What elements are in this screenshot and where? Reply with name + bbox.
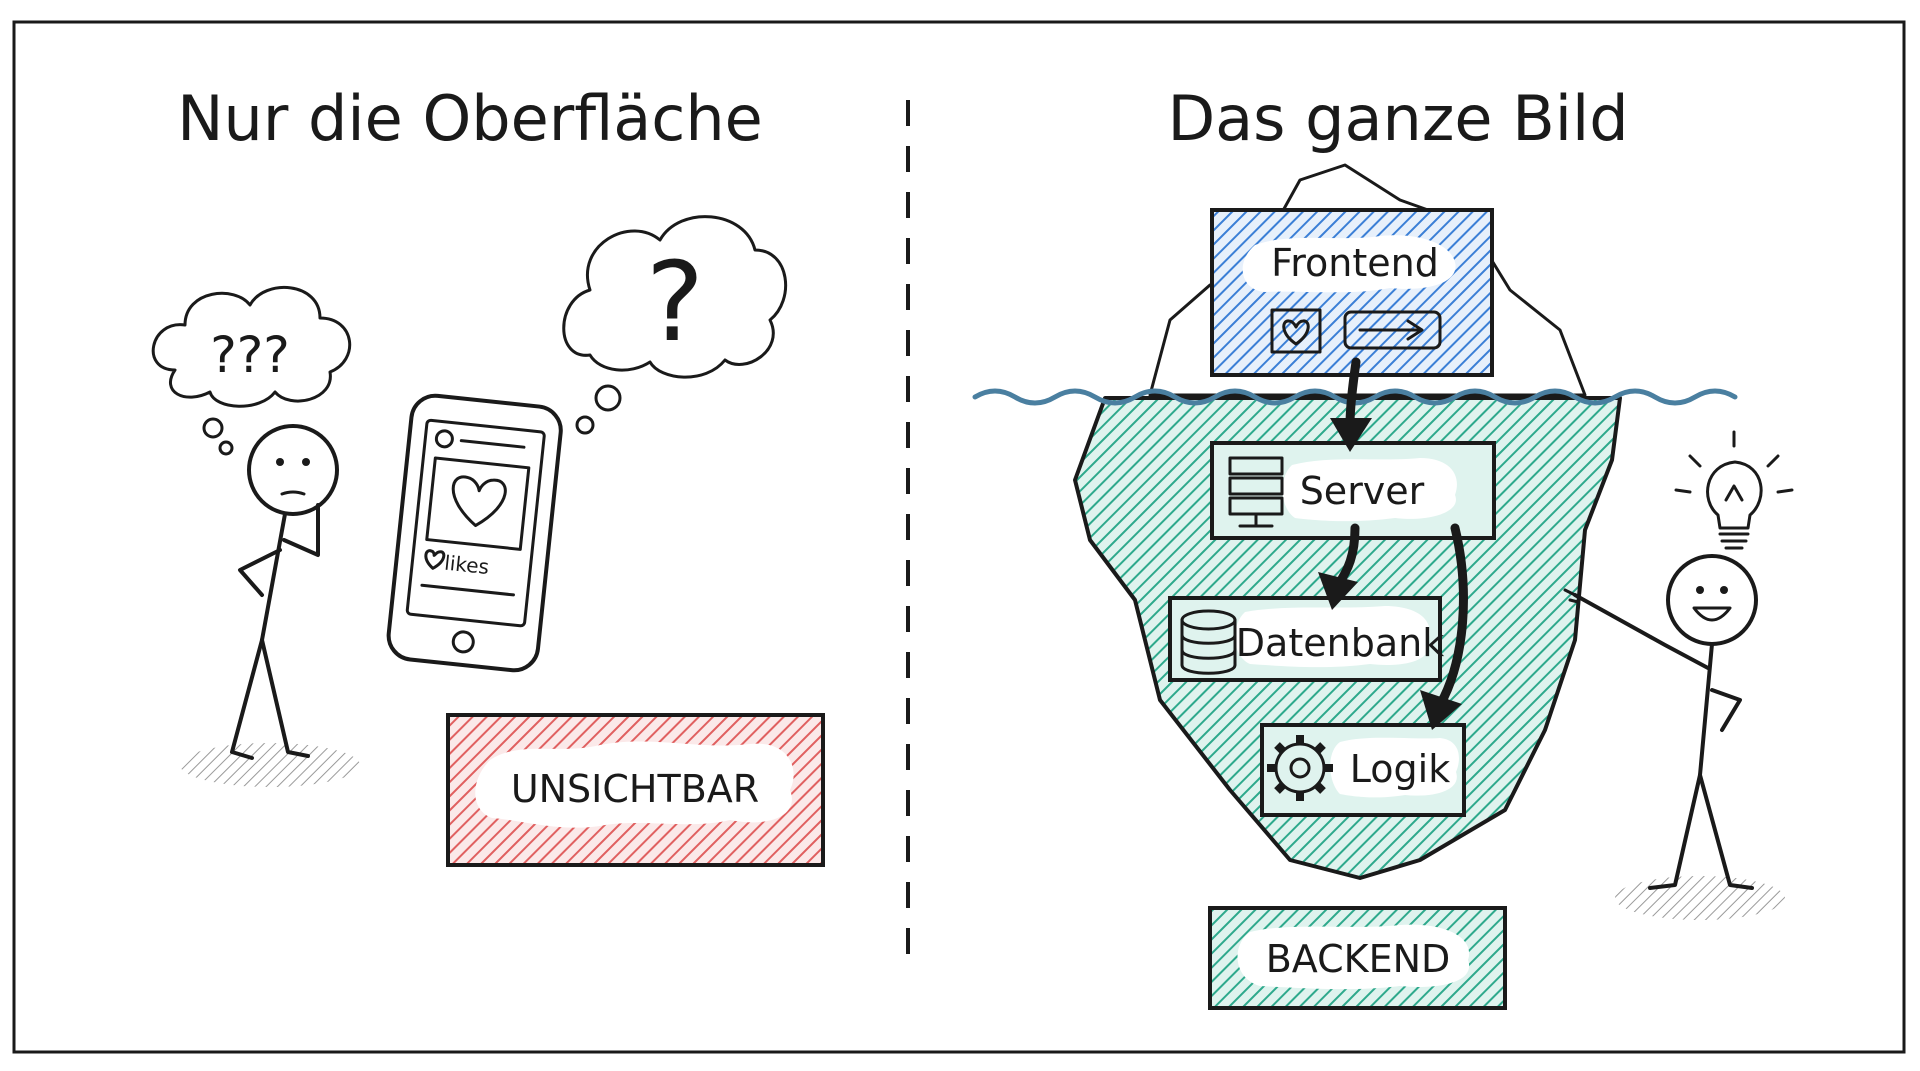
arrow-right-icon <box>1358 319 1424 341</box>
right-title: Das ganze Bild <box>1167 82 1628 155</box>
thought-bubble-small: ??? <box>151 285 352 456</box>
database-box: Datenbank <box>1168 596 1444 682</box>
ground-shadow-left <box>180 743 360 787</box>
logic-label: Logik <box>1350 747 1450 791</box>
question-mark-large: ? <box>646 238 704 366</box>
database-icon <box>1180 609 1237 675</box>
heart-icon <box>1282 319 1310 346</box>
arrow-server-to-logic <box>1435 523 1468 710</box>
heart-icon <box>451 475 507 528</box>
stick-figure-happy <box>1563 430 1794 920</box>
smartphone: likes <box>386 393 563 673</box>
backend-label: BACKEND <box>1266 937 1451 981</box>
frontend-box: Frontend <box>1210 208 1494 377</box>
phone-likes-caption: likes <box>443 551 490 580</box>
heart-icon-small <box>424 549 446 570</box>
frontend-label: Frontend <box>1271 241 1439 285</box>
left-panel: Nur die Oberfläche ??? ? <box>151 82 825 867</box>
server-label: Server <box>1300 469 1425 513</box>
thought-bubble-large: ? <box>562 215 787 435</box>
question-marks-small: ??? <box>210 326 290 384</box>
server-rack-icon <box>1228 456 1284 528</box>
server-box: Server <box>1210 441 1496 540</box>
logic-box: Logik <box>1260 723 1466 817</box>
unsichtbar-label: UNSICHTBAR <box>511 767 759 811</box>
flow-arrows <box>1318 357 1468 730</box>
gear-icon <box>1267 735 1333 801</box>
database-label: Datenbank <box>1236 621 1444 665</box>
backend-box: BACKEND <box>1208 906 1507 1010</box>
iceberg-tip <box>1148 163 1587 397</box>
unsichtbar-box: UNSICHTBAR <box>446 713 825 867</box>
right-panel: Das ganze Bild Frontend <box>972 82 1794 1010</box>
stick-figure-confused <box>180 424 360 787</box>
frame <box>12 20 1906 1054</box>
left-title: Nur die Oberfläche <box>177 82 763 155</box>
lightbulb-icon <box>1674 430 1794 550</box>
ground-shadow-right <box>1615 876 1785 920</box>
